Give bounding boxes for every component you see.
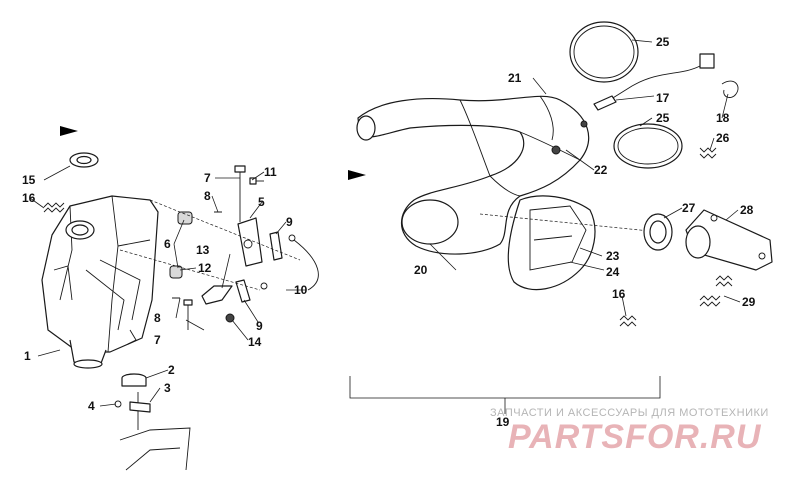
callout-17: 17 [656,91,670,105]
callout-15: 15 [22,173,36,187]
spring-26 [699,147,717,159]
callout-23: 23 [606,249,620,263]
callout-12: 12 [198,261,212,275]
callout-24: 24 [606,265,620,279]
assembly-bracket-19 [349,376,661,414]
muffler-assembly [41,195,159,369]
callout-25-upper: 25 [656,35,670,49]
callout-11: 11 [264,165,277,179]
spring-16-right [619,315,637,327]
callout-26: 26 [716,131,730,145]
callout-labels: 1 2 3 4 5 6 7 7 8 8 9 9 10 11 12 13 14 1… [22,35,756,429]
callout-14: 14 [248,335,262,349]
clamp-ring-upper [569,21,639,83]
expansion-chamber [356,95,590,255]
callout-6: 6 [164,237,171,251]
callout-18: 18 [716,111,730,125]
callout-10: 10 [294,283,308,297]
watermark-logo: PARTSFOR.RU [508,418,762,456]
gasket-27 [643,213,673,251]
callout-1: 1 [24,349,31,363]
callout-8-upper: 8 [204,189,211,203]
leader-lines [29,39,741,407]
callout-25-lower: 25 [656,111,670,125]
callout-9-lower: 9 [256,319,263,333]
callout-7-lower: 7 [154,333,161,347]
spring-18 [721,80,739,98]
callout-16-right: 16 [612,287,626,301]
grommet-15 [69,152,99,168]
lower-mount [114,373,191,471]
temperature-sensor [593,53,715,111]
bracket-hardware [119,165,319,330]
callout-19: 19 [496,415,510,429]
callout-20: 20 [414,263,428,277]
front-arrow-left [60,126,78,136]
callout-4: 4 [88,399,95,413]
clamp-ring-lower [613,123,683,169]
callout-21: 21 [508,71,522,85]
callout-28: 28 [740,203,754,217]
callout-9-upper: 9 [286,215,293,229]
springs-29 [699,275,733,307]
heat-shield [479,195,661,291]
callout-29: 29 [742,295,756,309]
callout-16-left: 16 [22,191,36,205]
callout-7-upper: 7 [204,171,211,185]
callout-8-lower: 8 [154,311,161,325]
front-arrow-right [348,170,366,180]
spring-16-left [43,202,65,213]
manifold-28 [685,209,773,271]
callout-2: 2 [168,363,175,377]
callout-3: 3 [164,381,171,395]
callout-5: 5 [258,195,265,209]
callout-22: 22 [594,163,608,177]
callout-13: 13 [196,243,210,257]
callout-27: 27 [682,201,696,215]
watermark-subtitle: ЗАПЧАСТИ И АКСЕССУАРЫ ДЛЯ МОТОТЕХНИКИ [490,407,769,419]
